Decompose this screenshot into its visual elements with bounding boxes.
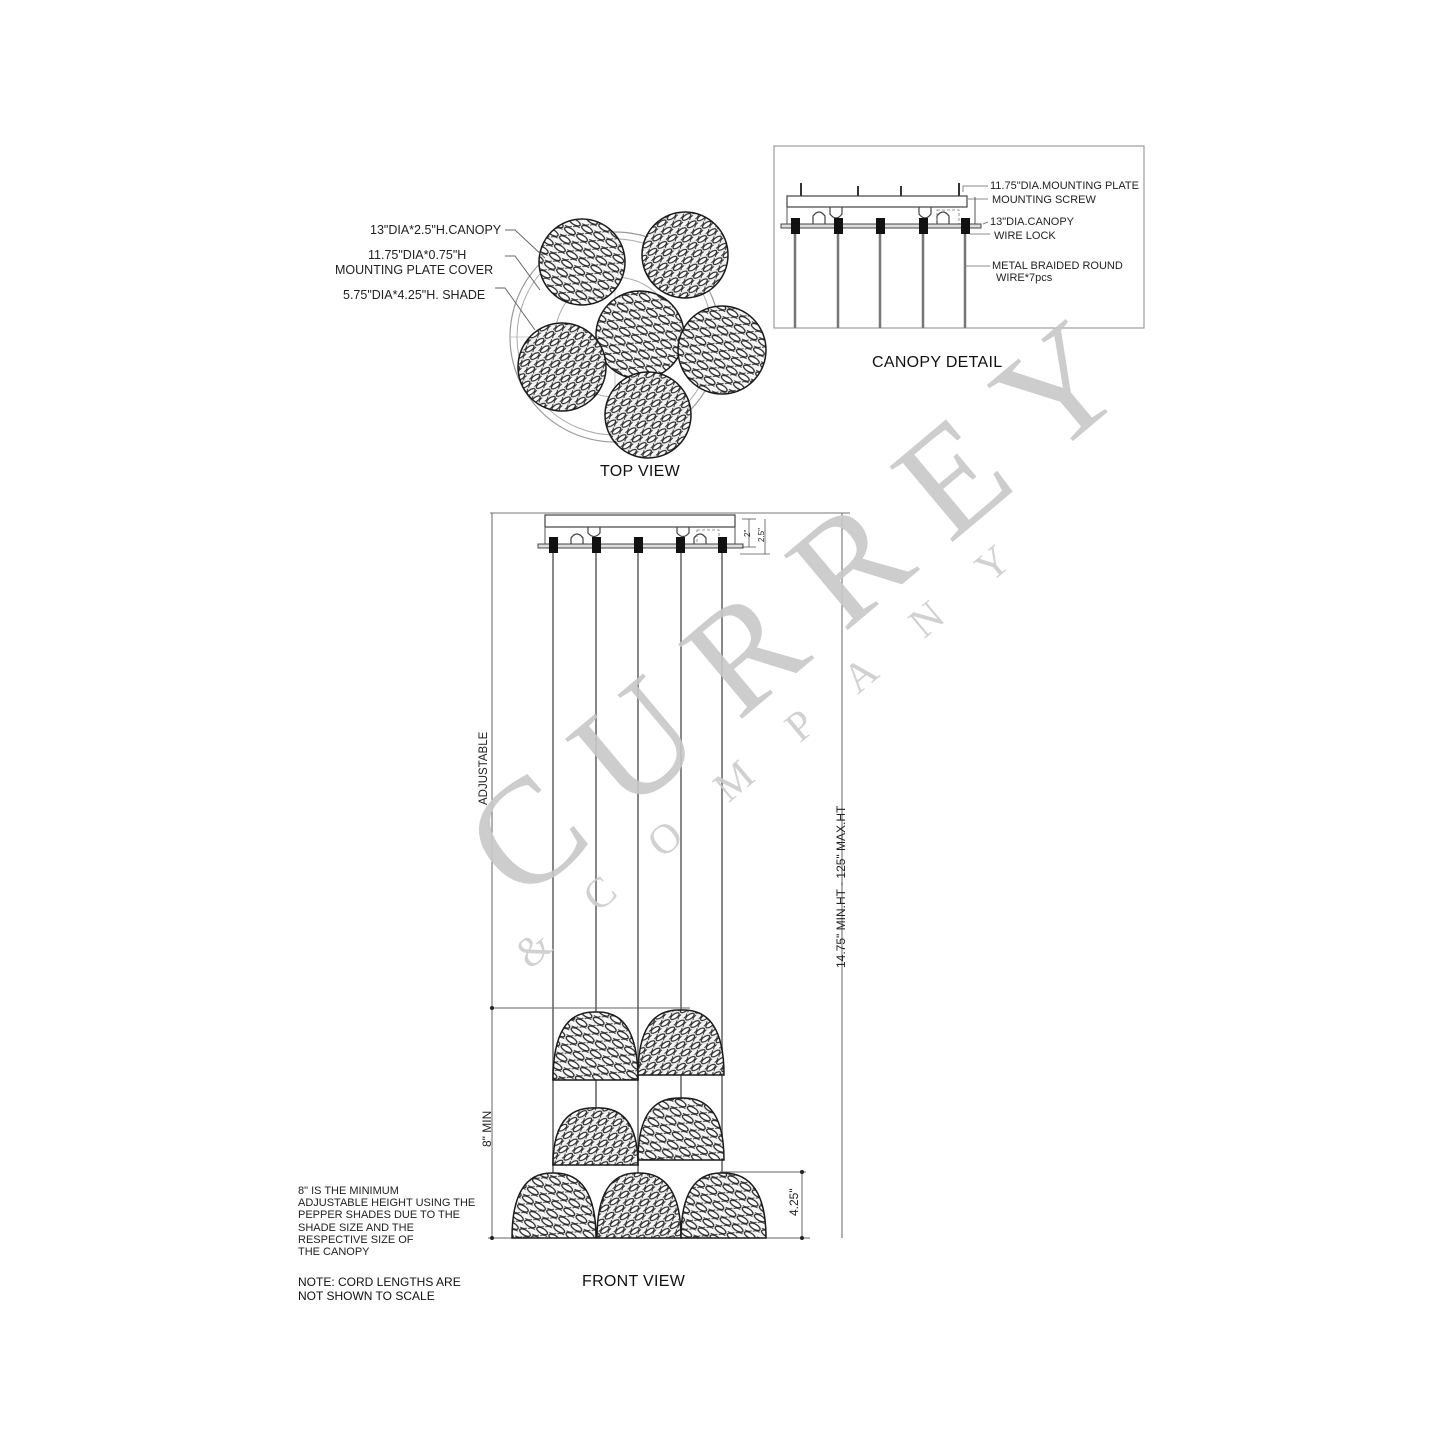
canopy-detail-drawing [773,145,1145,329]
dim-min-height: 8" MIN [480,1110,494,1147]
callout-canopy-detail: 13"DIA.CANOPY [990,216,1074,228]
top-view-title: TOP VIEW [600,463,681,480]
dim-shade-height: 4.25" [787,1188,801,1216]
callout-wire-line1: METAL BRAIDED ROUND [992,260,1123,272]
canopy-detail-title: CANOPY DETAIL [872,354,1003,371]
min-height-note: 8" IS THE MINIMUM ADJUSTABLE HEIGHT USIN… [298,1185,476,1259]
callout-mounting-screw: MOUNTING SCREW [992,194,1096,206]
top-view-drawing [495,211,767,459]
dim-overall-height: 14.75" MIN.HT - 125" MAX.HT [834,805,848,968]
dim-adjustable: ADJUSTABLE [478,731,490,805]
dim-canopy-inner: 2" [743,529,752,537]
front-view-drawing [488,512,850,1240]
callout-canopy: 13"DIA*2.5"H.CANOPY [370,223,502,237]
callout-wire-line2: WIRE*7pcs [996,272,1053,284]
callout-mounting-plate-cover-line2: MOUNTING PLATE COVER [335,263,494,277]
cord-length-note: NOTE: CORD LENGTHS ARE NOT SHOWN TO SCAL… [298,1275,461,1303]
callout-mounting-plate-cover-line1: 11.75"DIA*0.75"H [368,248,467,262]
callout-wire-lock: WIRE LOCK [994,230,1056,242]
callout-mounting-plate: 11.75"DIA.MOUNTING PLATE [990,180,1139,192]
dim-canopy-outer: 2.5" [757,528,766,542]
front-view-title: FRONT VIEW [582,1273,686,1290]
callout-shade: 5.75"DIA*4.25"H. SHADE [343,288,486,302]
